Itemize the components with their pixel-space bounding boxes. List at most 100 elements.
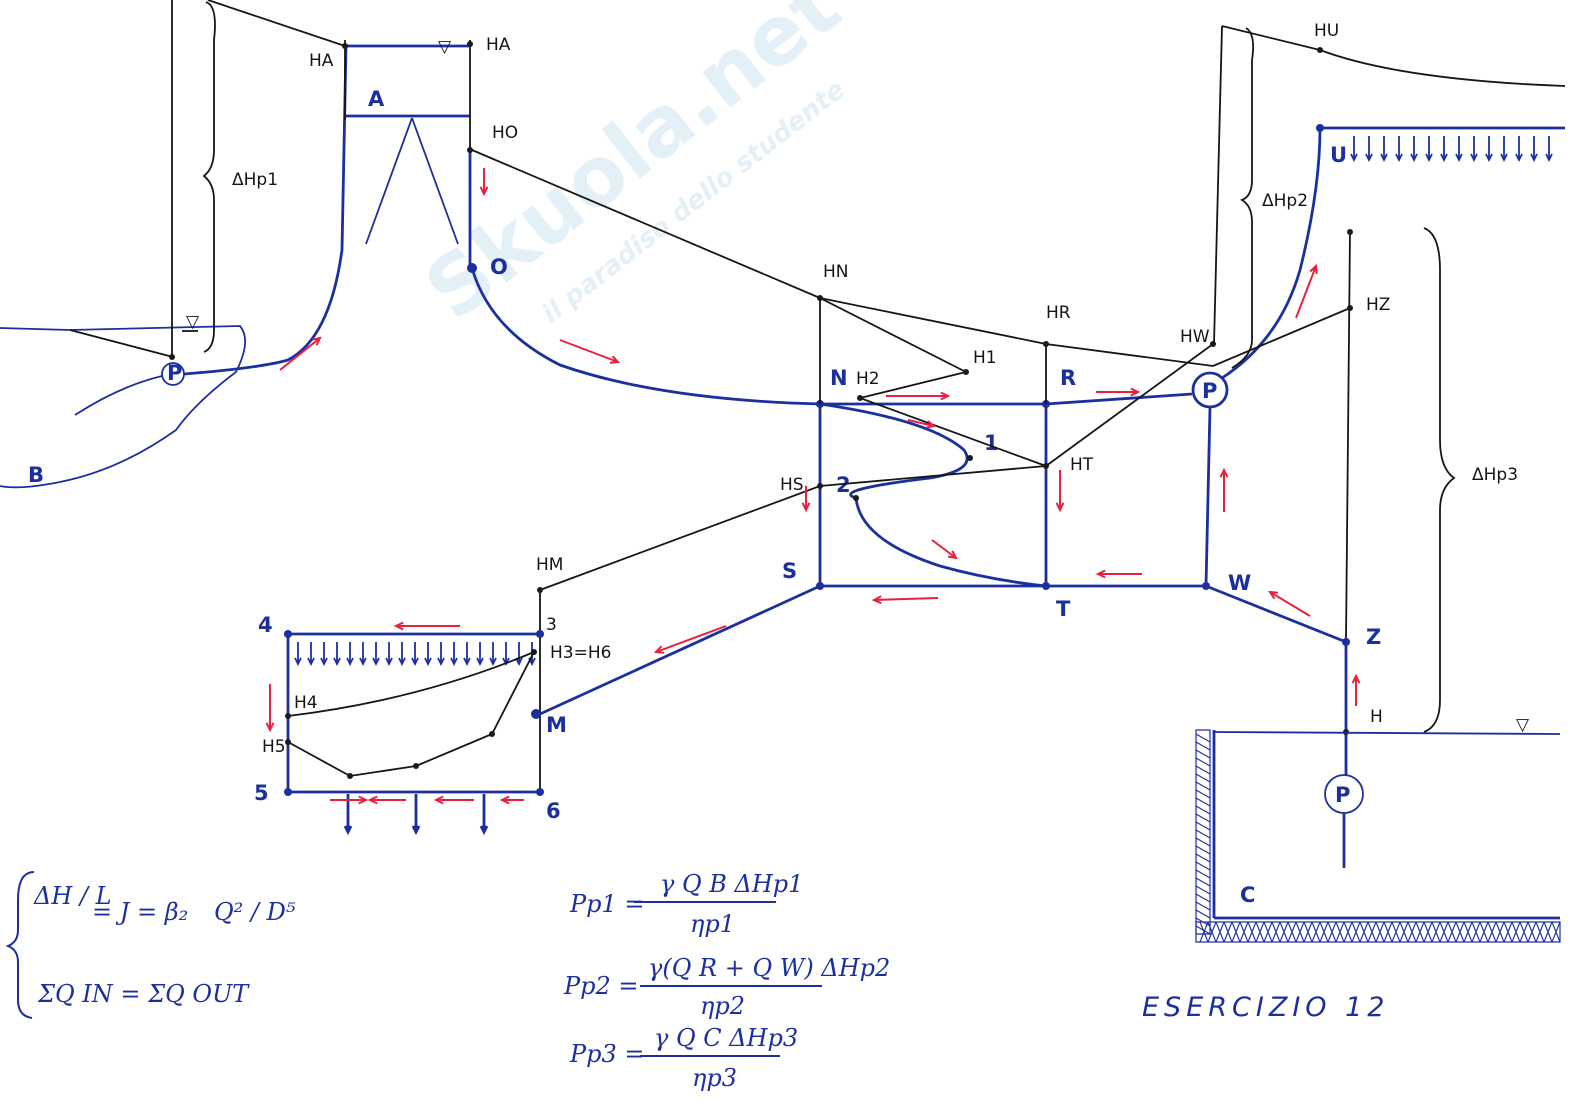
hatch-line — [1195, 885, 1211, 895]
hatch-line — [1407, 921, 1417, 943]
outlet-arrow-network-head — [359, 657, 367, 667]
label-hw: HW — [1180, 327, 1210, 347]
hatch-line — [1255, 921, 1265, 943]
hatch-line — [1511, 921, 1521, 943]
flow-arrow — [655, 625, 727, 653]
outlet-arrow-network-head — [398, 657, 406, 667]
outlet-arrow-bottom-head — [343, 825, 353, 836]
label-hz: HZ — [1366, 295, 1390, 315]
flow-arrow-head — [479, 186, 489, 197]
hatch-line — [1215, 921, 1225, 943]
flow-arrow-head — [1351, 673, 1361, 684]
pump-p3-head-line — [1345, 231, 1351, 641]
flow-arrow — [1295, 265, 1317, 319]
hatch-line — [1423, 921, 1433, 943]
equation-system: ΔH / L = J = β₂ Q² / D⁵ ΣQ IN = ΣQ OUT — [5, 871, 296, 1019]
hatch-line — [1287, 921, 1297, 943]
label-p5: 5 — [254, 781, 269, 805]
hatch-line — [1447, 921, 1457, 943]
outlet-arrow-network-head — [515, 657, 523, 667]
water-level-icon-b: ▽ — [186, 312, 200, 332]
label-dhp2: ΔHp2 — [1262, 191, 1308, 211]
pp1-den: ηp1 — [690, 910, 735, 938]
outlet-arrows-u — [1350, 136, 1553, 163]
pp3-lhs: Pp3 = — [569, 1040, 645, 1068]
label-w: W — [1228, 571, 1251, 595]
brace-dhp3 — [1423, 227, 1456, 733]
pipe-z-w — [1205, 584, 1347, 644]
hatch-line — [1195, 781, 1211, 791]
pump-p2-icon: P — [1202, 379, 1217, 403]
hatch-line — [1195, 813, 1211, 823]
label-ha-right: HA — [486, 35, 511, 55]
distributed-network — [284, 584, 821, 836]
pump-p3-icon: P — [1335, 783, 1350, 807]
hatch-line — [1431, 921, 1441, 943]
label-hu: HU — [1314, 21, 1339, 41]
hatch-line — [1195, 901, 1211, 911]
outlet-arrow-u-head — [1350, 153, 1358, 163]
flow-arrows — [265, 168, 1361, 805]
pp2-den: ηp2 — [700, 992, 745, 1020]
hatch-line — [1471, 921, 1481, 943]
hatch-line — [1455, 921, 1465, 943]
reservoir-b: ▽ B — [0, 312, 246, 489]
hatch-line — [1359, 921, 1369, 943]
hatch-line — [1195, 805, 1211, 815]
hatch-line — [1231, 921, 1241, 943]
flow-arrow-head — [499, 795, 510, 805]
hatch-line — [1543, 921, 1553, 943]
hatch-line — [1195, 733, 1211, 743]
hatch-line — [1195, 773, 1211, 783]
label-n: N — [830, 366, 848, 390]
hatch-line — [1195, 837, 1211, 847]
eq1-rhs: Q² / D⁵ — [214, 898, 296, 926]
label-b: B — [28, 463, 44, 487]
hatch-line — [1551, 921, 1561, 943]
hatch-line — [1415, 921, 1425, 943]
outlet-arrow-u-head — [1530, 153, 1538, 163]
outlet-arrow-network-head — [385, 657, 393, 667]
outlet-arrow-network-head — [489, 657, 497, 667]
label-p6: 6 — [546, 799, 561, 823]
central-network — [816, 392, 1206, 590]
eq1-lhs: ΔH / L — [33, 882, 112, 910]
hatch-line — [1195, 765, 1211, 775]
label-t: T — [1056, 597, 1071, 621]
piezometric-line-o-n — [471, 149, 821, 299]
label-o: O — [490, 255, 508, 279]
hatch-line — [1479, 921, 1489, 943]
hatch-line — [1367, 921, 1377, 943]
pipe-o-n — [470, 267, 821, 406]
flow-arrow-head — [940, 391, 951, 401]
eq2: ΣQ IN = ΣQ OUT — [37, 980, 250, 1008]
flow-arrow-head — [1309, 263, 1318, 275]
hatch-line — [1399, 921, 1409, 943]
hatch-line — [1487, 921, 1497, 943]
outlet-arrow-u-head — [1440, 153, 1448, 163]
hatch-line — [1195, 741, 1211, 751]
label-h3h6: H3=H6 — [550, 643, 611, 663]
outlet-arrow-network-head — [411, 657, 419, 667]
pump-p2-head-line — [1213, 25, 1223, 345]
outlet-arrow-network-head — [333, 657, 341, 667]
flow-arrow-head — [311, 336, 322, 346]
label-m: M — [546, 713, 567, 737]
water-level-icon-c: ▽ — [1516, 715, 1530, 735]
power-formulas: Pp1 = γ Q B ΔHp1 ηp1 Pp2 = γ(Q R + Q W) … — [563, 870, 890, 1092]
hatch-line — [1495, 921, 1505, 943]
hatch-line — [1195, 757, 1211, 767]
outlet-arrow-network-head — [294, 657, 302, 667]
pump-p3: P — [1324, 774, 1364, 814]
outlet-arrow-u-head — [1365, 153, 1373, 163]
hatch-line — [1195, 917, 1211, 927]
flow-arrow-head — [1095, 569, 1106, 579]
pp3-den: ηp3 — [692, 1064, 737, 1092]
pp1-num: γ Q B ΔHp1 — [660, 870, 803, 898]
flow-arrow — [931, 539, 957, 559]
label-a: A — [368, 87, 385, 111]
hatch-line — [1195, 789, 1211, 799]
label-dhp3: ΔHp3 — [1472, 465, 1518, 485]
outlet-arrow-network-head — [346, 657, 354, 667]
